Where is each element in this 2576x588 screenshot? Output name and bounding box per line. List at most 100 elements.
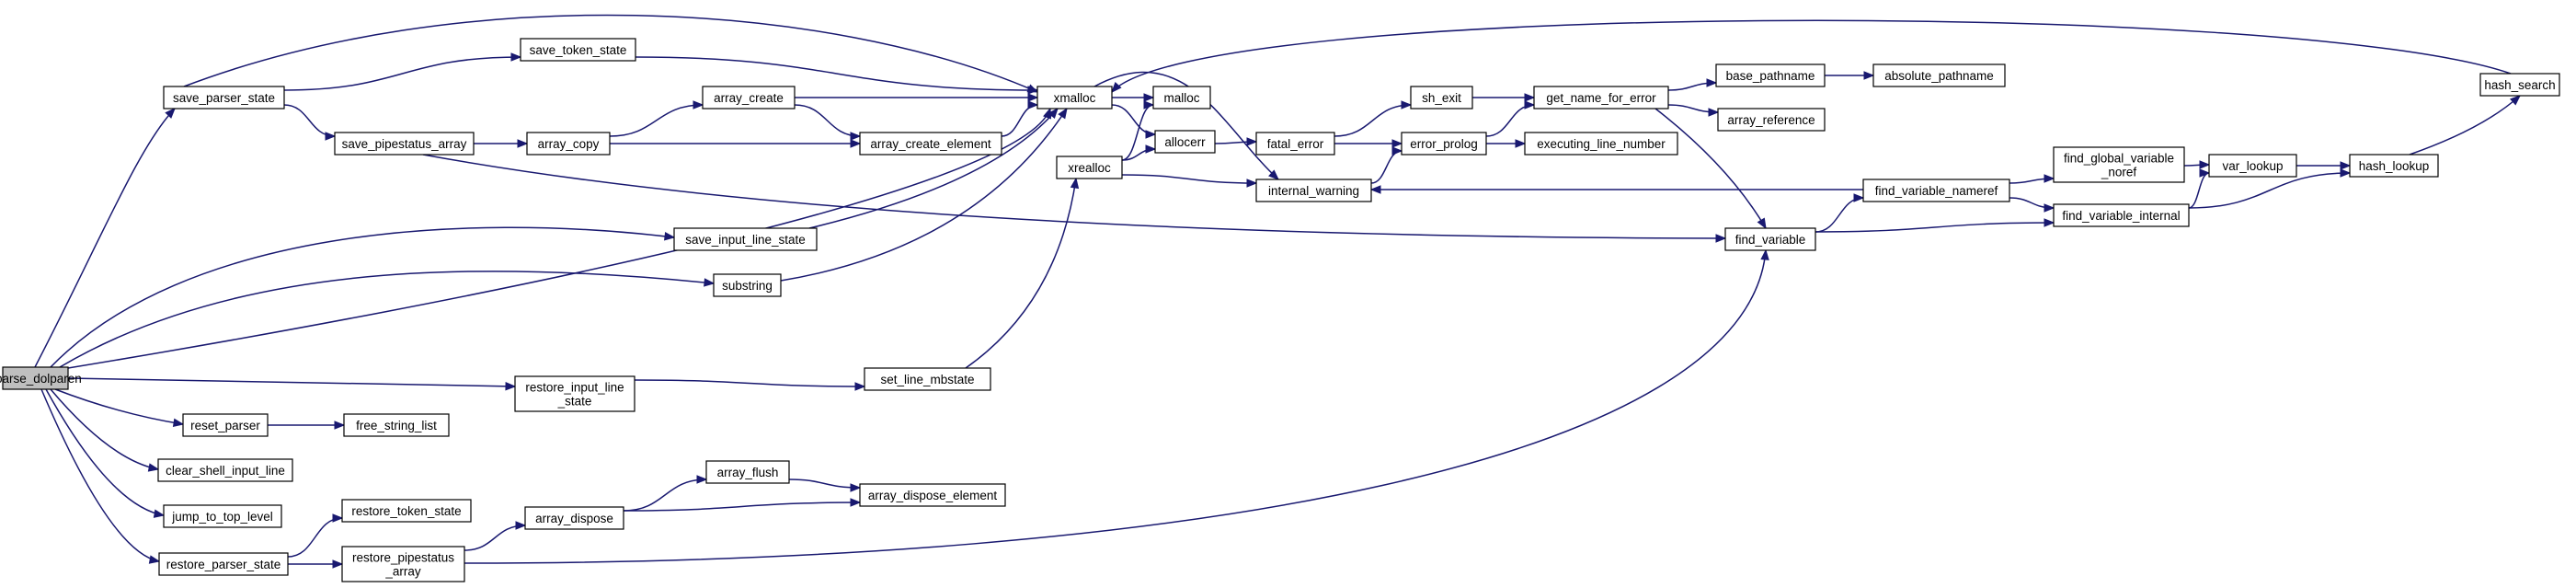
edge-xparse_dolparen-to-jump_to_top_level [45,388,166,518]
node-label: array_create [714,91,784,105]
node-base-pathname[interactable]: base_pathname [1715,63,1826,87]
arrowhead [1760,248,1769,260]
edge-xrealloc-to-allocerr [1121,144,1157,161]
node-free-string-list[interactable]: free_string_list [343,413,450,437]
edge-find_variable_internal-to-hash_lookup [2188,168,2352,209]
node-restore-parser-state[interactable]: restore_parser_state [158,552,289,576]
node-save-parser-state[interactable]: save_parser_state [163,86,285,110]
node-restore-pipestatus-array[interactable]: restore_pipestatus_array [341,546,465,582]
node-xparse-dolparen[interactable]: xparse_dolparen [0,366,82,390]
edge-line [54,388,184,425]
arrowhead [517,139,529,148]
arrowhead [1853,193,1865,202]
edge-line [464,249,1767,564]
node-executing-line-number[interactable]: executing_line_number [1524,132,1678,156]
node-box [1862,179,2010,202]
node-fatal-error[interactable]: fatal_error [1255,132,1335,156]
node-box [1401,132,1487,156]
node-box [673,227,818,251]
node-absolute-pathname[interactable]: absolute_pathname [1872,63,2006,87]
arrowhead [1143,100,1155,110]
node-xrealloc[interactable]: xrealloc [1056,156,1123,179]
edge-line [422,154,1726,239]
edge-xrealloc-to-internal_warning [1121,174,1258,188]
arrowhead [1863,71,1875,80]
edge-xparse_dolparen-to-clear_shell_input_line [50,388,160,472]
node-find-variable-nameref[interactable]: find_variable_nameref [1862,179,2010,202]
node-restore-token-state[interactable]: restore_token_state [341,499,472,523]
node-clear-shell-input-line[interactable]: clear_shell_input_line [157,458,293,482]
arrowhead [1524,100,1536,110]
node-jump-to-top-level[interactable]: jump_to_top_level [163,504,282,528]
node-allocerr[interactable]: allocerr [1154,130,1216,154]
node-label: hash_lookup [2359,159,2430,173]
arrowhead [515,521,527,530]
node-find-global-variable-noref[interactable]: find_global_variable_noref [2053,146,2185,183]
node-array-dispose[interactable]: array_dispose [524,506,624,530]
arrowhead [1027,100,1039,110]
edge-fatal_error-to-error_prolog [1334,139,1403,148]
node-array-dispose-element[interactable]: array_dispose_element [859,483,1006,507]
node-substring[interactable]: substring [713,273,782,297]
node-hash-lookup[interactable]: hash_lookup [2349,154,2439,178]
edge-find_global_variable_noref-to-var_lookup [2183,160,2211,169]
node-find-variable-internal[interactable]: find_variable_internal [2053,203,2190,227]
node-array-flush[interactable]: array_flush [705,460,790,484]
node-box [182,413,269,437]
node-error-prolog[interactable]: error_prolog [1401,132,1487,156]
edge-get_name_for_error-to-find_variable [1654,108,1767,230]
node-array-create-element[interactable]: array_create_element [859,132,1002,156]
edge-sh_exit-to-get_name_for_error [1472,93,1536,102]
arrowhead [1391,146,1403,156]
edge-xparse_dolparen-to-save_parser_state [34,108,176,368]
arrowhead [1070,177,1080,190]
node-set-line-mbstate[interactable]: set_line_mbstate [864,367,991,391]
arrowhead [2340,168,2352,178]
node-find-variable[interactable]: find_variable [1724,227,1816,251]
node-box [1872,63,2006,87]
node-array-copy[interactable]: array_copy [526,132,611,156]
node-xmalloc[interactable]: xmalloc [1036,86,1113,110]
arrowhead [1757,217,1767,230]
arrowhead [1027,86,1039,95]
node-save-pipestatus-array[interactable]: save_pipestatus_array [334,132,475,156]
arrowhead [850,139,862,148]
node-array-reference[interactable]: array_reference [1717,108,1826,132]
node-var-lookup[interactable]: var_lookup [2208,154,2297,178]
node-get-name-for-error[interactable]: get_name_for_error [1533,86,1669,110]
arrowhead [1268,169,1279,180]
node-label: save_parser_state [173,91,275,105]
node-internal-warning[interactable]: internal_warning [1255,179,1372,202]
arrowhead [325,132,337,141]
node-label: free_string_list [356,419,437,432]
node-label: xrealloc [1068,161,1111,175]
edge-line [623,502,861,512]
node-hash-search[interactable]: hash_search [2479,73,2560,97]
node-box [2,366,69,390]
node-label: array_flush [717,466,779,479]
node-malloc[interactable]: malloc [1152,86,1211,110]
node-box [859,483,1006,507]
node-save-token-state[interactable]: save_token_state [520,38,636,62]
node-sh-exit[interactable]: sh_exit [1410,86,1473,110]
node-restore-input-line-state[interactable]: restore_input_line_state [514,375,635,412]
edge-save_parser_state-to-save_token_state [283,52,522,91]
node-save-input-line-state[interactable]: save_input_line_state [673,227,818,251]
edge-line [2409,95,2521,156]
edge-restore_input_line_state-to-set_line_mbstate [634,379,866,391]
node-label: find_variable_internal [2062,209,2180,223]
edge-set_line_mbstate-to-xrealloc [965,177,1080,369]
node-reset-parser[interactable]: reset_parser [182,413,269,437]
edge-line [283,56,521,91]
node-box [2479,73,2560,97]
node-box [514,375,635,412]
arrowhead [332,513,344,523]
node-box [2053,146,2185,183]
edge-array_flush-to-array_dispose_element [788,478,862,492]
node-array-create[interactable]: array_create [702,86,796,110]
node-box [163,86,285,110]
edge-save_pipestatus_array-to-array_copy [473,139,529,148]
arrowhead [1145,144,1157,154]
edge-line [40,388,160,562]
node-box [1056,156,1123,179]
